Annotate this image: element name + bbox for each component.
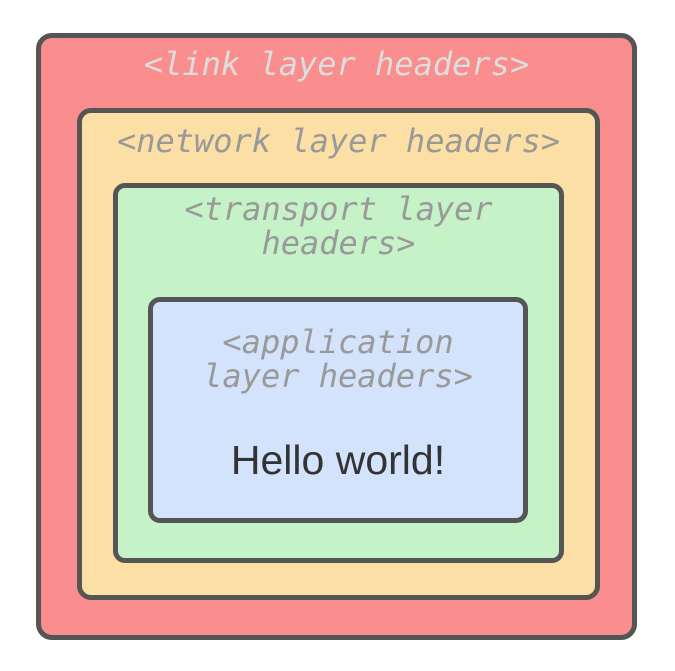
application-layer-box (148, 297, 528, 523)
